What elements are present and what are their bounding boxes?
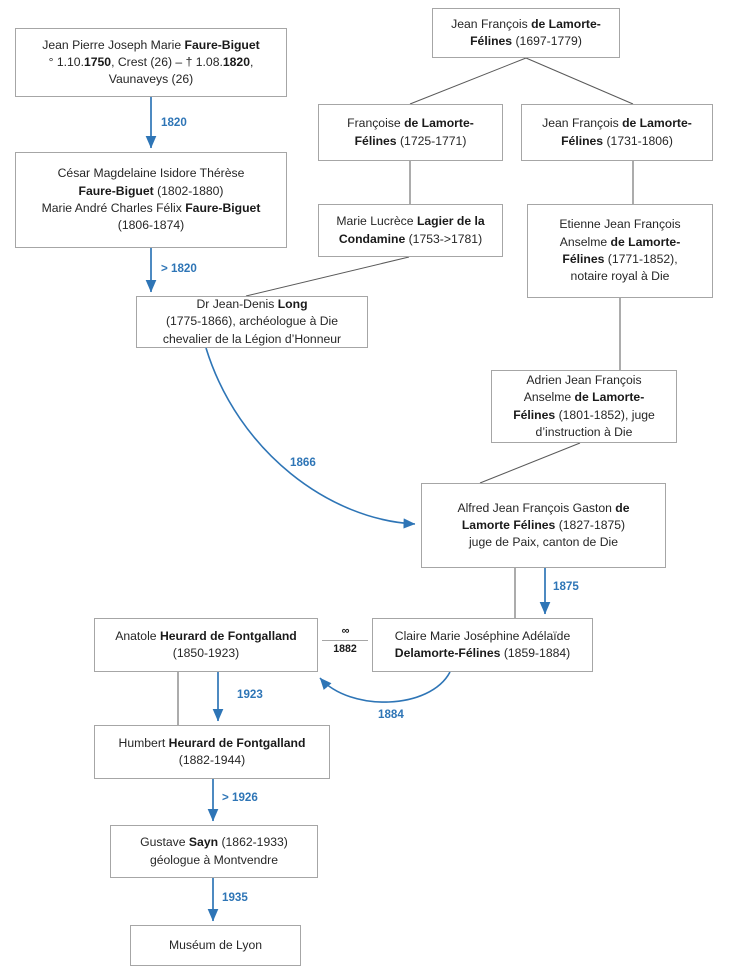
marriage-rule bbox=[322, 640, 368, 641]
node-line: Jean François de Lamorte- bbox=[542, 116, 692, 131]
node-line: Marie Lucrèce Lagier de la bbox=[336, 214, 485, 229]
edge-label-1923: 1923 bbox=[237, 688, 263, 701]
node-line: juge de Paix, canton de Die bbox=[468, 535, 619, 550]
node-line: Félines (1697-1779) bbox=[470, 34, 582, 48]
node-line: Félines (1731-1806) bbox=[561, 133, 673, 148]
node-faure-biguet-jean-pierre[interactable]: Jean Pierre Joseph Marie Faure-Biguet ° … bbox=[15, 28, 287, 97]
node-jean-francois-lamorte-1731[interactable]: Jean François de Lamorte- Félines (1731-… bbox=[521, 104, 713, 161]
node-line: Anselme de Lamorte- bbox=[559, 234, 681, 249]
node-line: Humbert Heurard de Fontgalland bbox=[118, 735, 306, 750]
marriage-year: 1882 bbox=[333, 643, 357, 655]
node-line: géologue à Montvendre bbox=[149, 852, 279, 867]
node-line: Félines (1771-1852), bbox=[562, 252, 678, 266]
marriage-marker: ∞ 1882 bbox=[322, 626, 368, 655]
marriage-infinity-icon: ∞ bbox=[341, 625, 350, 637]
node-humbert-heurard[interactable]: Humbert Heurard de Fontgalland (1882-194… bbox=[94, 725, 330, 779]
node-alfred-lamorte-felines[interactable]: Alfred Jean François Gaston de Lamorte F… bbox=[421, 483, 666, 568]
node-line: Faure-Biguet (1802-1880) bbox=[78, 183, 224, 198]
node-claire-delamorte-felines[interactable]: Claire Marie Joséphine Adélaïde Delamort… bbox=[372, 618, 593, 672]
edge-marielucrece-to-long bbox=[245, 256, 410, 297]
edge-label-gt-1820: > 1820 bbox=[161, 262, 197, 275]
node-line: (1850-1923) bbox=[172, 646, 240, 660]
node-line: Adrien Jean François bbox=[526, 372, 642, 387]
node-dr-jean-denis-long[interactable]: Dr Jean-Denis Long (1775-1866), archéolo… bbox=[136, 296, 368, 348]
edge-jf1697-to-jf1731 bbox=[525, 57, 634, 105]
node-line: Jean Pierre Joseph Marie Faure-Biguet bbox=[42, 37, 260, 52]
node-line: (1775-1866), archéologue à Die bbox=[165, 314, 339, 329]
node-line: Muséum de Lyon bbox=[168, 937, 263, 952]
node-line: (1882-1944) bbox=[178, 753, 246, 767]
node-line: Alfred Jean François Gaston de bbox=[457, 500, 630, 515]
node-gustave-sayn[interactable]: Gustave Sayn (1862-1933) géologue à Mont… bbox=[110, 825, 318, 878]
node-marie-lucrece-lagier[interactable]: Marie Lucrèce Lagier de la Condamine (17… bbox=[318, 204, 503, 257]
node-etienne-lamorte[interactable]: Etienne Jean François Anselme de Lamorte… bbox=[527, 204, 713, 298]
edge-label-1866: 1866 bbox=[290, 456, 316, 469]
node-line: ° 1.10.1750, Crest (26) – † 1.08.1820, bbox=[48, 54, 254, 69]
node-line: d’instruction à Die bbox=[535, 424, 633, 439]
node-line: Claire Marie Joséphine Adélaïde bbox=[394, 628, 571, 643]
node-line: Anatole Heurard de Fontgalland bbox=[115, 628, 297, 643]
node-line: Félines (1801-1852), juge bbox=[513, 407, 655, 422]
edge-label-1875: 1875 bbox=[553, 580, 579, 593]
node-line: Condamine (1753->1781) bbox=[338, 231, 483, 246]
node-jean-francois-lamorte-1697[interactable]: Jean François de Lamorte- Félines (1697-… bbox=[432, 8, 620, 58]
node-line: Anselme de Lamorte- bbox=[523, 390, 645, 405]
node-adrien-lamorte[interactable]: Adrien Jean François Anselme de Lamorte-… bbox=[491, 370, 677, 443]
node-line: César Magdelaine Isidore Thérèse bbox=[57, 166, 245, 181]
node-line: chevalier de la Légion d’Honneur bbox=[162, 331, 342, 346]
node-museum-de-lyon[interactable]: Muséum de Lyon bbox=[130, 925, 301, 966]
edge-jf1697-to-francoise bbox=[409, 57, 527, 105]
node-anatole-heurard[interactable]: Anatole Heurard de Fontgalland (1850-192… bbox=[94, 618, 318, 672]
node-francoise-lamorte[interactable]: Françoise de Lamorte- Félines (1725-1771… bbox=[318, 104, 503, 161]
node-line: Félines (1725-1771) bbox=[354, 133, 467, 148]
node-line: (1806-1874) bbox=[117, 218, 185, 233]
edge-long-to-alfred bbox=[205, 347, 416, 529]
edge-adrien-to-alfred bbox=[479, 442, 581, 484]
node-line: Gustave Sayn (1862-1933) bbox=[140, 835, 288, 850]
edge-label-1884: 1884 bbox=[378, 708, 404, 721]
edge-label-1820: 1820 bbox=[161, 116, 187, 129]
node-line: Marie André Charles Félix Faure-Biguet bbox=[41, 201, 261, 215]
edge-label-1935: 1935 bbox=[222, 891, 248, 904]
edge-claire-to-anatole bbox=[319, 671, 451, 703]
node-line: Lamorte Félines (1827-1875) bbox=[461, 517, 626, 532]
node-line: Françoise de Lamorte- bbox=[347, 116, 474, 131]
edge-label-gt-1926: > 1926 bbox=[222, 791, 258, 804]
node-line: Jean François de Lamorte- bbox=[451, 16, 601, 31]
node-cesar-faure-biguet[interactable]: César Magdelaine Isidore Thérèse Faure-B… bbox=[15, 152, 287, 248]
node-line: Vaunaveys (26) bbox=[108, 72, 194, 87]
node-line: Delamorte-Félines (1859-1884) bbox=[394, 646, 571, 660]
node-line: Etienne Jean François bbox=[559, 217, 681, 232]
node-line: Dr Jean-Denis Long bbox=[196, 297, 308, 312]
node-line: notaire royal à Die bbox=[570, 269, 670, 284]
